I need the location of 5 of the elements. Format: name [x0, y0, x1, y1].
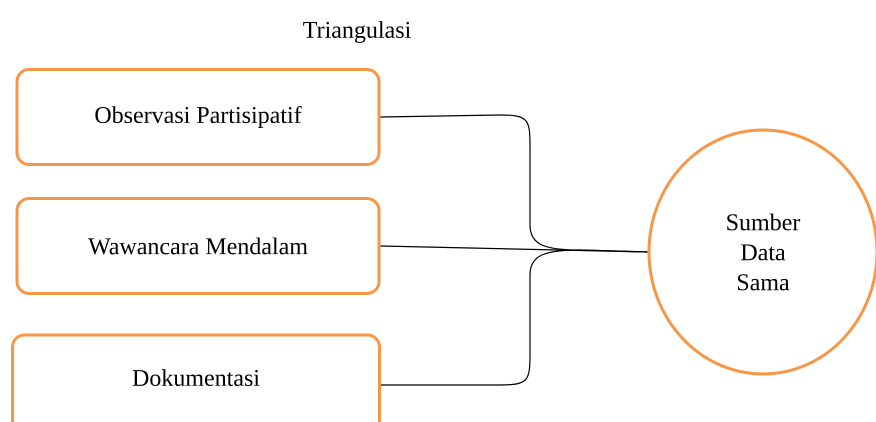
process-box: Dokumentasi: [11, 333, 381, 422]
title: Triangulasi: [303, 21, 411, 43]
process-box: Observasi Partisipatif: [16, 68, 380, 166]
brace-line: [381, 249, 648, 386]
process-box: Wawancara Mendalam: [16, 197, 380, 295]
